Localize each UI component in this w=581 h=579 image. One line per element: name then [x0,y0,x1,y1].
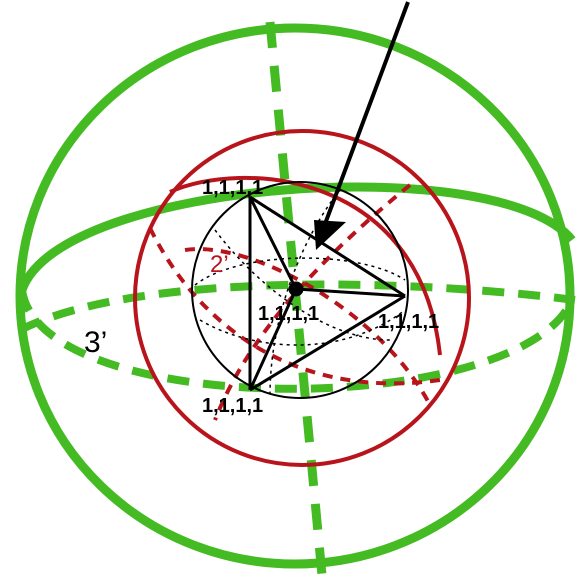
label-bottom-vertex: 1,1,1,1 [202,395,263,417]
label-top-vertex: 1,1,1,1 [202,177,263,199]
green-vertical-axis [270,22,322,575]
label-sphere-3: 3’ [84,326,107,359]
outer-green-sphere [20,22,575,575]
center-dot [290,283,302,295]
green-equator-solid [22,187,572,290]
label-center-vertex: 1,1,1,1 [258,303,319,325]
label-sphere-2: 2’ [210,251,229,278]
label-right-vertex: 1,1,1,1 [378,311,439,333]
edge-center-right [296,289,405,296]
